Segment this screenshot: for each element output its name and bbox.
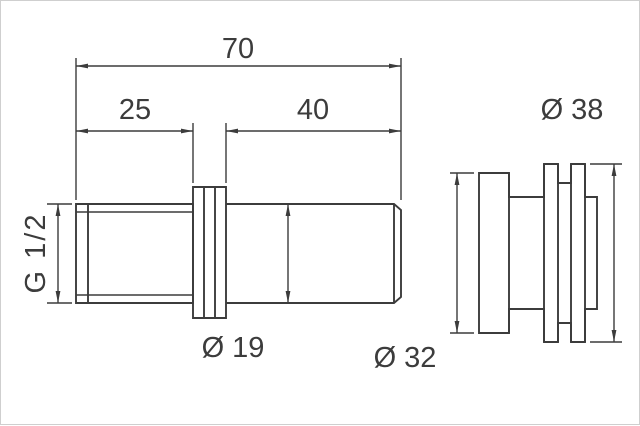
dim-shaft-length: 40: [225, 94, 401, 183]
overall-length-label: 70: [222, 33, 254, 65]
collar-outline: [192, 186, 227, 319]
dim-thread-size: G 1/2: [20, 203, 72, 304]
outer-diameter-label: Ø 38: [541, 94, 604, 126]
end-view: [478, 163, 598, 343]
thread-section-outline: [75, 203, 194, 304]
shaft-length-label: 40: [297, 94, 329, 126]
shaft-outline: [226, 203, 402, 304]
dim-overall-length: 70: [75, 33, 402, 200]
flange-diameter-label: Ø 32: [374, 342, 437, 374]
dim-shaft-diameter: Ø 19: [202, 204, 291, 364]
thread-length-label: 25: [119, 94, 151, 126]
flange-profile-outline: [478, 163, 598, 343]
thread-size-label: G 1/2: [20, 213, 52, 294]
dim-flange-diameter: Ø 32: [374, 172, 474, 374]
side-view: [75, 186, 402, 319]
dim-thread-length: 25: [76, 94, 194, 183]
dim-outer-diameter: Ø 38: [541, 94, 622, 343]
shaft-diameter-label: Ø 19: [202, 332, 265, 364]
